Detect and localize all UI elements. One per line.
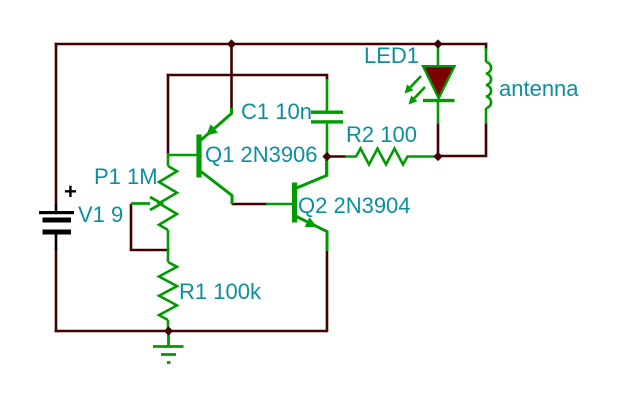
junction-dot <box>433 39 443 49</box>
junction-dots <box>163 39 443 336</box>
battery-plus-sign: + <box>64 179 77 204</box>
resistor-r1-label[interactable]: R1 100k <box>179 279 261 304</box>
transistor-q1-symbol[interactable] <box>168 108 234 204</box>
junction-dot <box>226 39 237 49</box>
transistor-q1-label[interactable]: Q1 2N3906 <box>205 142 318 167</box>
led-light-arrows-icon <box>404 75 426 105</box>
battery-symbol[interactable] <box>39 204 74 250</box>
junction-dot <box>433 151 443 162</box>
potentiometer-p1-label[interactable]: P1 1M <box>94 164 158 189</box>
junction-dot <box>163 326 174 336</box>
resistor-r1-symbol[interactable] <box>156 260 180 328</box>
led-symbol[interactable] <box>404 46 457 124</box>
capacitor-symbol[interactable] <box>311 79 343 176</box>
led1-label[interactable]: LED1 <box>364 43 420 68</box>
wires[interactable] <box>54 42 488 333</box>
resistor-r2-label[interactable]: R2 100 <box>346 122 417 147</box>
capacitor-c1-label[interactable]: C1 10n <box>241 99 312 124</box>
transistor-q2-label[interactable]: Q2 2N3904 <box>298 193 411 218</box>
resistor-r2-symbol[interactable] <box>345 145 436 168</box>
ground-symbol[interactable] <box>153 334 184 364</box>
inductor-antenna-symbol[interactable] <box>484 48 493 124</box>
junction-dot <box>322 151 332 162</box>
antenna-label[interactable]: antenna <box>499 76 579 101</box>
battery-v1-label[interactable]: V1 9 <box>78 202 124 227</box>
